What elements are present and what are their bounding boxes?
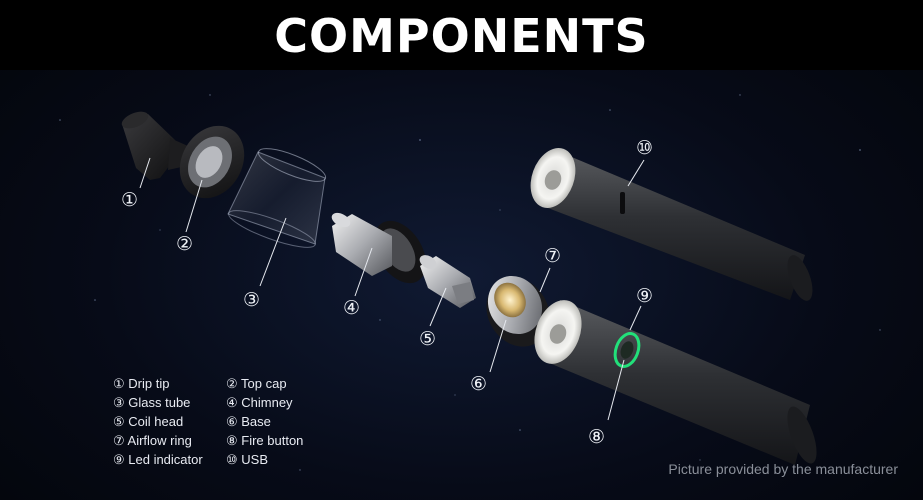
page-title: COMPONENTS <box>274 9 649 63</box>
leader-lines <box>139 157 645 421</box>
led-ring-icon <box>613 332 641 368</box>
callout-6: ⑥ <box>470 374 488 395</box>
callout-1: ① <box>121 190 139 211</box>
coil-head-part <box>419 255 476 308</box>
legend-item: ⑦ Airflow ring <box>113 433 192 448</box>
glass-tube-part <box>227 148 327 248</box>
top-cap-part <box>179 125 245 199</box>
legend-item: ⑤ Coil head <box>113 414 184 429</box>
battery-upper-part <box>530 147 813 301</box>
usb-port-icon <box>620 192 625 214</box>
legend-item: ③ Glass tube <box>113 395 191 410</box>
drip-tip-part <box>121 111 188 180</box>
callout-2: ② <box>176 234 194 255</box>
header-bar <box>0 0 923 70</box>
star-dust <box>59 94 881 471</box>
image-credit: Picture provided by the manufacturer <box>668 461 898 477</box>
chimney-part <box>331 212 426 284</box>
legend-item: ⑩ USB <box>226 452 268 467</box>
legend-item: ⑥ Base <box>226 414 271 429</box>
callout-4: ④ <box>343 298 361 319</box>
callout-8: ⑧ <box>588 427 606 448</box>
legend-column-1: ① Drip tip ③ Glass tube ⑤ Coil head ⑦ Ai… <box>113 374 203 469</box>
legend-item: ⑧ Fire button <box>226 433 304 448</box>
callout-5: ⑤ <box>419 329 437 350</box>
base-part <box>486 275 550 347</box>
legend-item: ② Top cap <box>226 376 287 391</box>
callout-7: ⑦ <box>544 246 562 267</box>
legend-column-2: ② Top cap ④ Chimney ⑥ Base ⑧ Fire button… <box>226 374 303 469</box>
legend-item: ① Drip tip <box>113 376 170 391</box>
battery-lower-part <box>534 300 817 465</box>
callout-9: ⑨ <box>636 286 654 307</box>
callout-10: ⑩ <box>636 138 654 159</box>
legend-item: ⑨ Led indicator <box>113 452 203 467</box>
legend-item: ④ Chimney <box>226 395 293 410</box>
callout-3: ③ <box>243 290 261 311</box>
